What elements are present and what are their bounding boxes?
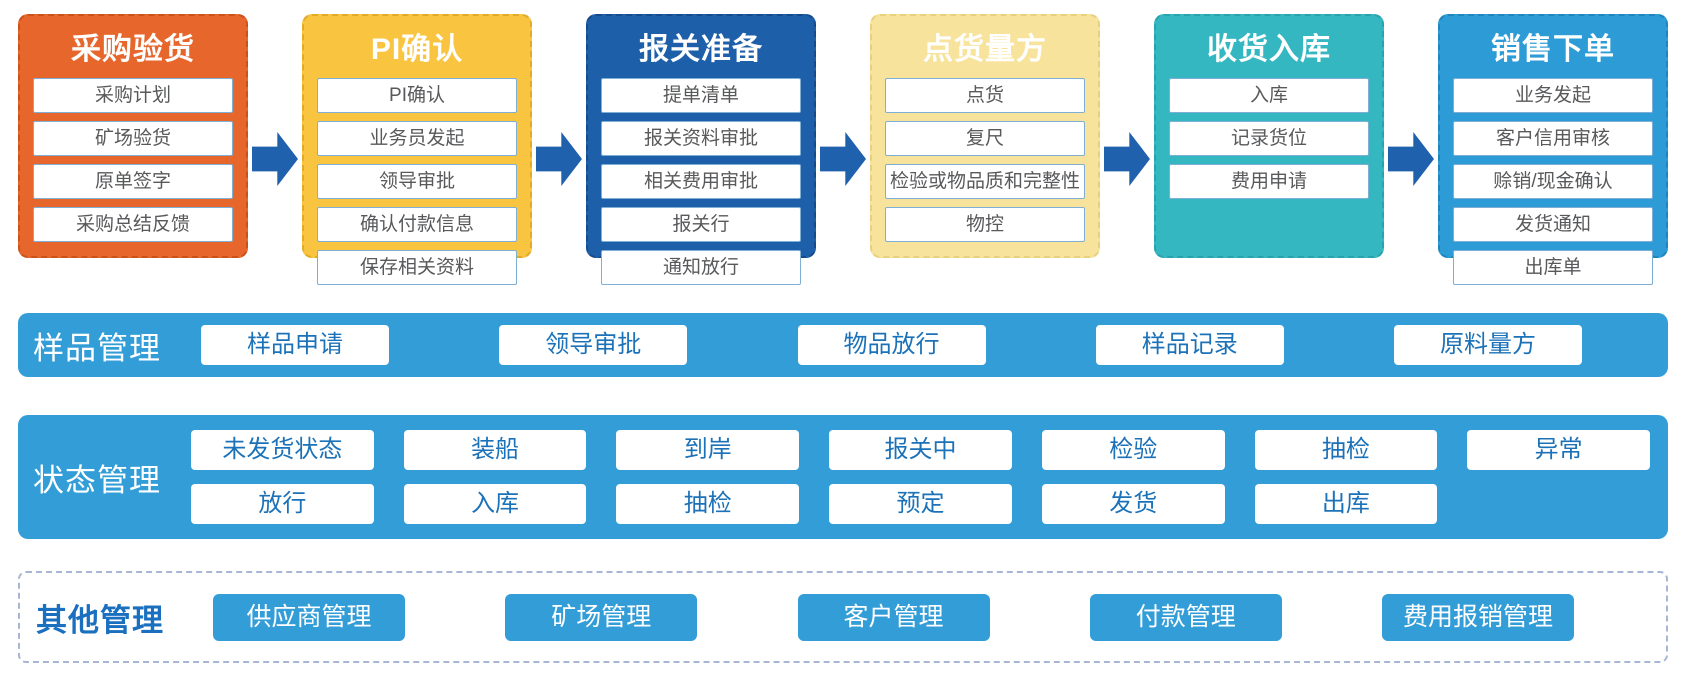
- status-row-1: 未发货状态装船到岸报关中检验抽检异常: [191, 430, 1650, 470]
- status-button: 到岸: [616, 430, 800, 470]
- sample-button: 物品放行: [797, 325, 986, 365]
- stage-title: 销售下单: [1491, 33, 1615, 66]
- stage-item: 报关资料审批: [601, 121, 801, 156]
- stage-item: 记录货位: [1169, 121, 1369, 156]
- stage-item: 费用申请: [1169, 164, 1369, 199]
- other-management-button: 费用报销管理: [1382, 593, 1574, 641]
- sample-button: 样品申请: [201, 325, 389, 365]
- stage-item: 确认付款信息: [317, 207, 517, 242]
- flow-arrow-right-icon: [820, 132, 866, 186]
- status-button: 报关中: [829, 430, 1012, 470]
- stage-item: 检验或物品质和完整性: [885, 164, 1085, 199]
- sample-button: 领导审批: [499, 325, 688, 365]
- stage-item: 提单清单: [601, 78, 801, 113]
- stage-item-list: 业务发起客户信用审核赊销/现金确认发货通知出库单: [1440, 74, 1666, 285]
- status-button: 检验: [1041, 430, 1225, 470]
- flow-stage: 收货入库入库记录货位费用申请: [1154, 14, 1384, 258]
- flow-stage: 点货量方点货复尺检验或物品质和完整性物控: [870, 14, 1100, 258]
- status-button: 抽检: [1254, 430, 1438, 470]
- stage-title: PI确认: [370, 33, 464, 66]
- stage-title: 采购验货: [71, 33, 195, 66]
- stage-item: 通知放行: [601, 250, 801, 285]
- stage-item: 客户信用审核: [1453, 121, 1653, 156]
- flow-stage: 报关准备提单清单报关资料审批相关费用审批报关行通知放行: [586, 14, 816, 285]
- status-button: 异常: [1467, 430, 1650, 470]
- status-button: 未发货状态: [191, 430, 374, 470]
- stage-item: 保存相关资料: [317, 250, 517, 285]
- flow-arrow-right-icon: [1388, 132, 1434, 186]
- status-management-label: 状态管理: [33, 462, 161, 498]
- stage-item: 报关行: [601, 207, 801, 242]
- status-button: 抽检: [616, 484, 800, 524]
- stage-title: 点货量方: [923, 33, 1047, 66]
- status-button: 装船: [403, 430, 587, 470]
- sample-management-bar: 样品管理 样品申请 领导审批 物品放行 样品记录 原料量方: [18, 313, 1668, 377]
- stage-item: 入库: [1169, 78, 1369, 113]
- sample-button: 原料量方: [1394, 325, 1582, 365]
- status-management-grid: 未发货状态装船到岸报关中检验抽检异常 放行入库抽检预定发货出库: [191, 430, 1668, 524]
- sample-button: 样品记录: [1095, 325, 1284, 365]
- stage-title: 收货入库: [1207, 33, 1331, 66]
- stage-item-list: 采购计划矿场验货原单签字采购总结反馈: [20, 74, 246, 242]
- stage-item: 业务员发起: [317, 121, 517, 156]
- other-management-buttons: 供应商管理 矿场管理 客户管理 付款管理 费用报销管理: [193, 593, 1666, 641]
- other-management-label: 其他管理: [36, 602, 164, 638]
- status-row-2: 放行入库抽检预定发货出库: [191, 484, 1650, 524]
- stage-item-list: 点货复尺检验或物品质和完整性物控: [872, 74, 1098, 242]
- other-management-button: 客户管理: [797, 593, 990, 641]
- stage-item: 发货通知: [1453, 207, 1653, 242]
- stage-item: 原单签字: [33, 164, 233, 199]
- stage-item-list: 入库记录货位费用申请: [1156, 74, 1382, 199]
- stage-item: 物控: [885, 207, 1085, 242]
- stage-item-list: 提单清单报关资料审批相关费用审批报关行通知放行: [588, 74, 814, 285]
- status-button: 入库: [403, 484, 587, 524]
- sample-management-label: 样品管理: [33, 330, 161, 366]
- stage-item: 点货: [885, 78, 1085, 113]
- stage-item: 矿场验货: [33, 121, 233, 156]
- stage-item: 相关费用审批: [601, 164, 801, 199]
- stage-title: 报关准备: [639, 33, 763, 66]
- status-button: 放行: [191, 484, 374, 524]
- stage-item: 领导审批: [317, 164, 517, 199]
- sample-management-buttons: 样品申请 领导审批 物品放行 样品记录 原料量方: [191, 325, 1668, 365]
- flow-arrow-right-icon: [536, 132, 582, 186]
- stage-item: 赊销/现金确认: [1453, 164, 1653, 199]
- status-button: 发货: [1041, 484, 1225, 524]
- flow-arrow-right-icon: [252, 132, 298, 186]
- stage-item-list: PI确认业务员发起领导审批确认付款信息保存相关资料: [304, 74, 530, 285]
- stage-item: 复尺: [885, 121, 1085, 156]
- other-management-button: 供应商管理: [213, 593, 405, 641]
- flow-stage: 销售下单业务发起客户信用审核赊销/现金确认发货通知出库单: [1438, 14, 1668, 285]
- other-management-button: 付款管理: [1089, 593, 1282, 641]
- stage-item: PI确认: [317, 78, 517, 113]
- status-button: 出库: [1254, 484, 1438, 524]
- flow-arrow-right-icon: [1104, 132, 1150, 186]
- stage-item: 采购总结反馈: [33, 207, 233, 242]
- stage-item: 采购计划: [33, 78, 233, 113]
- other-management-button: 矿场管理: [505, 593, 698, 641]
- stage-item: 业务发起: [1453, 78, 1653, 113]
- status-management-bar: 状态管理 未发货状态装船到岸报关中检验抽检异常 放行入库抽检预定发货出库: [18, 415, 1668, 539]
- status-button: 预定: [829, 484, 1012, 524]
- stage-item: 出库单: [1453, 250, 1653, 285]
- other-management-panel: 其他管理 供应商管理 矿场管理 客户管理 付款管理 费用报销管理: [18, 571, 1668, 663]
- flow-stage: 采购验货采购计划矿场验货原单签字采购总结反馈: [18, 14, 248, 258]
